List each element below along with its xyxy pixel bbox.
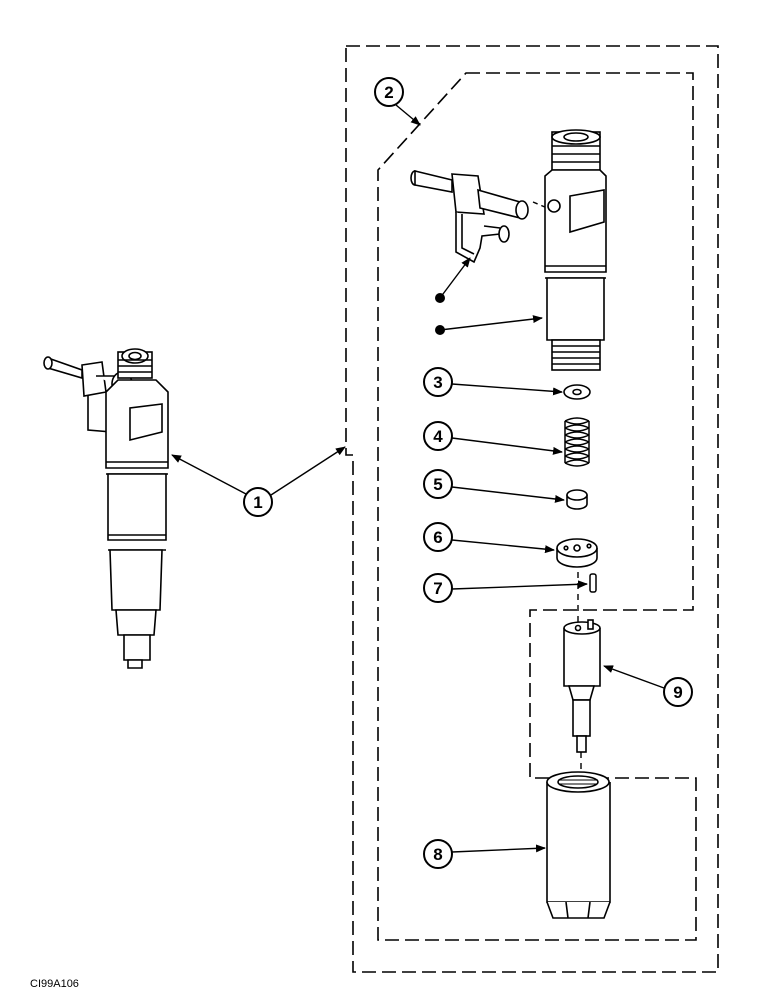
callout-8: 8 xyxy=(423,839,546,869)
svg-text:1: 1 xyxy=(253,493,262,512)
svg-text:2: 2 xyxy=(384,83,393,102)
callout-4: 4 xyxy=(423,421,563,455)
svg-text:8: 8 xyxy=(433,845,442,864)
pointer-seal-body xyxy=(439,315,543,331)
injector-body xyxy=(544,129,607,371)
nozzle xyxy=(563,619,601,753)
svg-text:7: 7 xyxy=(433,579,442,598)
callout-7: 7 xyxy=(423,573,588,603)
outer-dashed-boundary xyxy=(345,45,719,973)
washer xyxy=(563,384,591,400)
svg-text:3: 3 xyxy=(433,373,442,392)
svg-text:5: 5 xyxy=(433,475,442,494)
spring xyxy=(564,417,590,467)
nozzle-nut xyxy=(546,771,611,919)
callout-6: 6 xyxy=(423,522,555,554)
dowel-pin xyxy=(589,573,597,593)
shim xyxy=(566,489,588,510)
callout-9: 9 xyxy=(603,665,693,707)
callout-3: 3 xyxy=(423,367,563,397)
intermediate-plate xyxy=(556,538,598,568)
callout-1: 1 xyxy=(171,446,346,517)
seal-dot-1 xyxy=(435,293,445,303)
svg-text:6: 6 xyxy=(433,528,442,547)
pointer-seal-top xyxy=(439,257,471,299)
svg-text:9: 9 xyxy=(673,683,682,702)
alignment-line-pipe xyxy=(532,201,553,211)
leak-off-pipe xyxy=(410,169,529,264)
inner-dashed-boundary xyxy=(377,72,697,941)
injector-assembly-complete xyxy=(43,348,169,669)
callout-2: 2 xyxy=(374,77,421,126)
figure-code: CI99A106 xyxy=(30,978,79,990)
callout-5: 5 xyxy=(423,469,565,503)
seal-dot-2 xyxy=(435,325,445,335)
svg-text:4: 4 xyxy=(433,427,443,446)
